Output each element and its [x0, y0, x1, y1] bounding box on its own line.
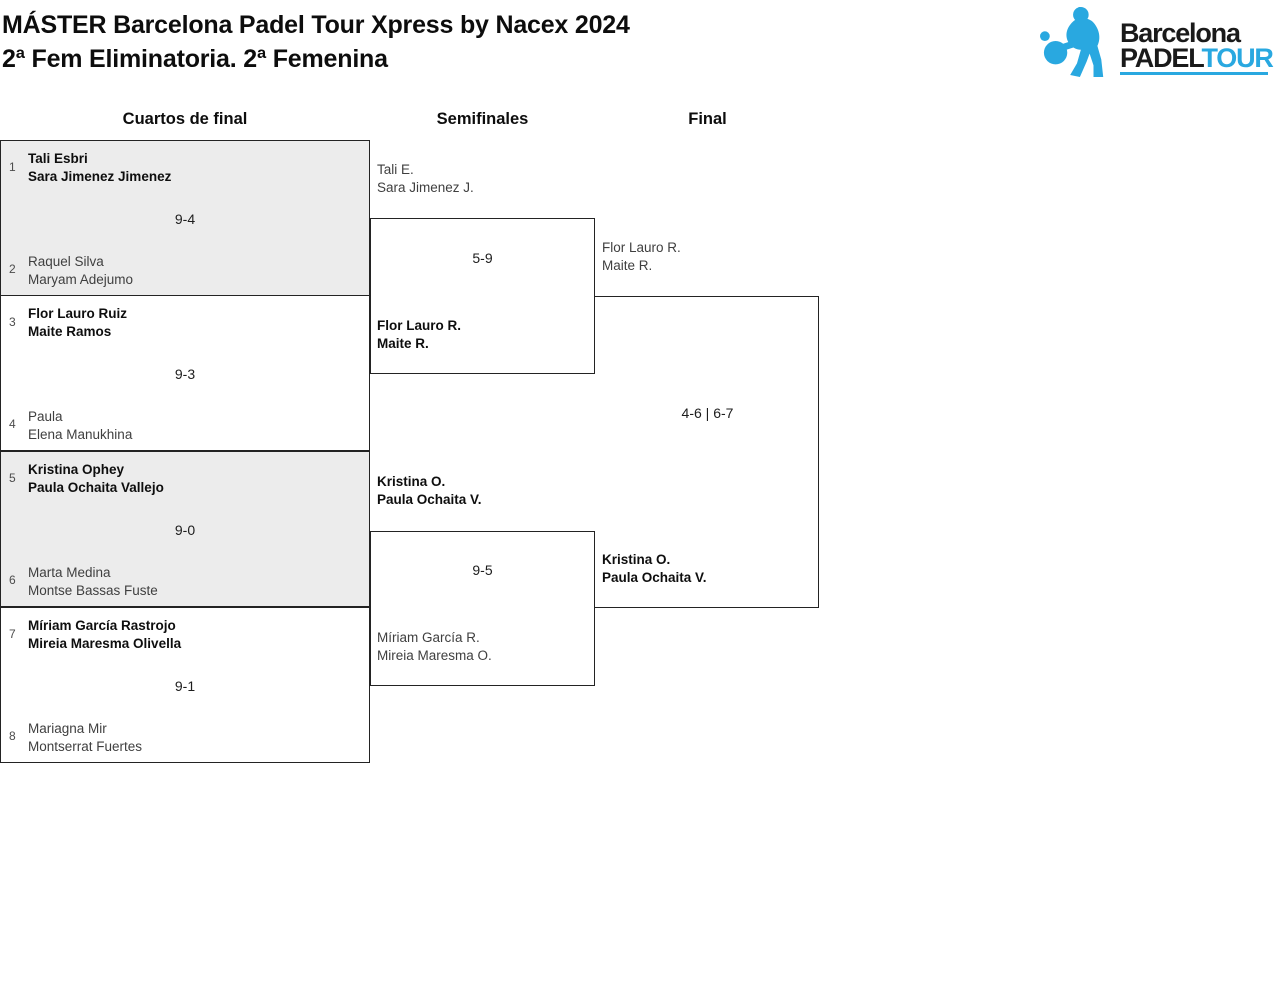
player-name: Maite Ramos — [28, 324, 112, 339]
player-name: Flor Lauro Ruiz — [28, 306, 127, 321]
player-name: Tali E. — [377, 162, 414, 177]
player-name: Kristina Ophey — [28, 462, 125, 477]
logo-word-padeltour: PADELTOUR — [1120, 43, 1274, 73]
player-name: Flor Lauro R. — [377, 318, 461, 333]
player-name: Kristina O. — [377, 474, 446, 489]
player-name: Paula Ochaita Vallejo — [28, 480, 164, 495]
column-header-final: Final — [688, 110, 727, 128]
team-names: Raquel Silva Maryam Adejumo — [28, 253, 133, 289]
player-name: Míriam García Rastrojo — [28, 618, 176, 633]
team-names: Flor Lauro Ruiz Maite Ramos — [28, 305, 127, 341]
match-score: 5-9 — [472, 250, 493, 266]
player-name: Montserrat Fuertes — [28, 739, 143, 754]
logo-word-tour: TOUR — [1201, 43, 1274, 73]
player-name: Maite R. — [377, 336, 429, 351]
seed-number: 7 — [9, 627, 16, 641]
semifinal-match-1-box — [370, 218, 595, 374]
player-name: Elena Manukhina — [28, 427, 133, 442]
padel-player-icon — [1040, 7, 1104, 77]
quarterfinal-match-4: 7 Míriam García Rastrojo Mireia Maresma … — [0, 607, 370, 763]
team-names: Míriam García Rastrojo Mireia Maresma Ol… — [28, 617, 181, 653]
seed-number: 4 — [9, 417, 16, 431]
player-name: Míriam García R. — [377, 630, 480, 645]
team-names: Kristina Ophey Paula Ochaita Vallejo — [28, 461, 164, 497]
barcelona-padel-tour-logo: Barcelona PADELTOUR — [1036, 5, 1274, 79]
team-names: Marta Medina Montse Bassas Fuste — [28, 564, 158, 600]
seed-number: 3 — [9, 315, 16, 329]
seed-number: 8 — [9, 729, 16, 743]
column-header-semifinals: Semifinales — [436, 110, 529, 128]
quarterfinal-match-3: 5 Kristina Ophey Paula Ochaita Vallejo 9… — [0, 451, 370, 607]
team-names: Flor Lauro R. Maite R. — [377, 317, 461, 353]
match-score: 4-6 | 6-7 — [681, 405, 734, 421]
seed-number: 2 — [9, 262, 16, 276]
player-name: Kristina O. — [602, 552, 671, 567]
match-score: 9-3 — [174, 366, 196, 382]
player-name: Sara Jimenez Jimenez — [28, 169, 172, 184]
player-name: Montse Bassas Fuste — [28, 583, 158, 598]
player-name: Mireia Maresma Olivella — [28, 636, 182, 651]
team-names: Míriam García R. Mireia Maresma O. — [377, 629, 492, 665]
seed-number: 6 — [9, 573, 16, 587]
player-name: Mariagna Mir — [28, 721, 107, 736]
player-name: Marta Medina — [28, 565, 111, 580]
page-title: MÁSTER Barcelona Padel Tour Xpress by Na… — [2, 8, 630, 76]
logo-word-barcelona: Barcelona — [1120, 18, 1241, 48]
player-name: Flor Lauro R. — [602, 240, 681, 255]
quarterfinal-match-1: 1 Tali Esbri Sara Jimenez Jimenez 9-4 2 … — [0, 140, 370, 296]
player-name: Maryam Adejumo — [28, 272, 134, 287]
player-name: Maite R. — [602, 258, 653, 273]
final-match-box — [595, 296, 819, 608]
seed-number: 1 — [9, 160, 16, 174]
column-header-quarterfinals: Cuartos de final — [122, 110, 248, 128]
player-name: Paula Ochaita V. — [602, 570, 707, 585]
match-score: 9-0 — [174, 522, 196, 538]
player-name: Raquel Silva — [28, 254, 104, 269]
player-name: Paula — [28, 409, 63, 424]
match-score: 9-5 — [472, 562, 493, 578]
team-names: Paula Elena Manukhina — [28, 408, 132, 444]
team-names: Kristina O. Paula Ochaita V. — [377, 473, 482, 509]
player-name: Sara Jimenez J. — [377, 180, 474, 195]
logo-wordmark: Barcelona PADELTOUR — [1120, 18, 1274, 75]
match-score: 9-4 — [174, 211, 196, 227]
team-names: Tali Esbri Sara Jimenez Jimenez — [28, 150, 171, 186]
player-name: Tali Esbri — [28, 151, 88, 166]
team-names: Flor Lauro R. Maite R. — [602, 239, 681, 275]
quarterfinal-match-2: 3 Flor Lauro Ruiz Maite Ramos 9-3 4 Paul… — [0, 295, 370, 451]
player-name: Paula Ochaita V. — [377, 492, 482, 507]
match-score: 9-1 — [174, 678, 196, 694]
team-names: Kristina O. Paula Ochaita V. — [602, 551, 707, 587]
page-title-line1: MÁSTER Barcelona Padel Tour Xpress by Na… — [2, 11, 630, 39]
team-names: Mariagna Mir Montserrat Fuertes — [28, 720, 142, 756]
logo-word-padel: PADEL — [1120, 43, 1203, 73]
logo-underline — [1120, 72, 1268, 75]
team-names: Tali E. Sara Jimenez J. — [377, 161, 474, 197]
semifinal-match-2-box — [370, 531, 595, 686]
player-name: Mireia Maresma O. — [377, 648, 492, 663]
seed-number: 5 — [9, 471, 16, 485]
page-title-line2: 2ª Fem Eliminatoria. 2ª Femenina — [2, 45, 388, 73]
